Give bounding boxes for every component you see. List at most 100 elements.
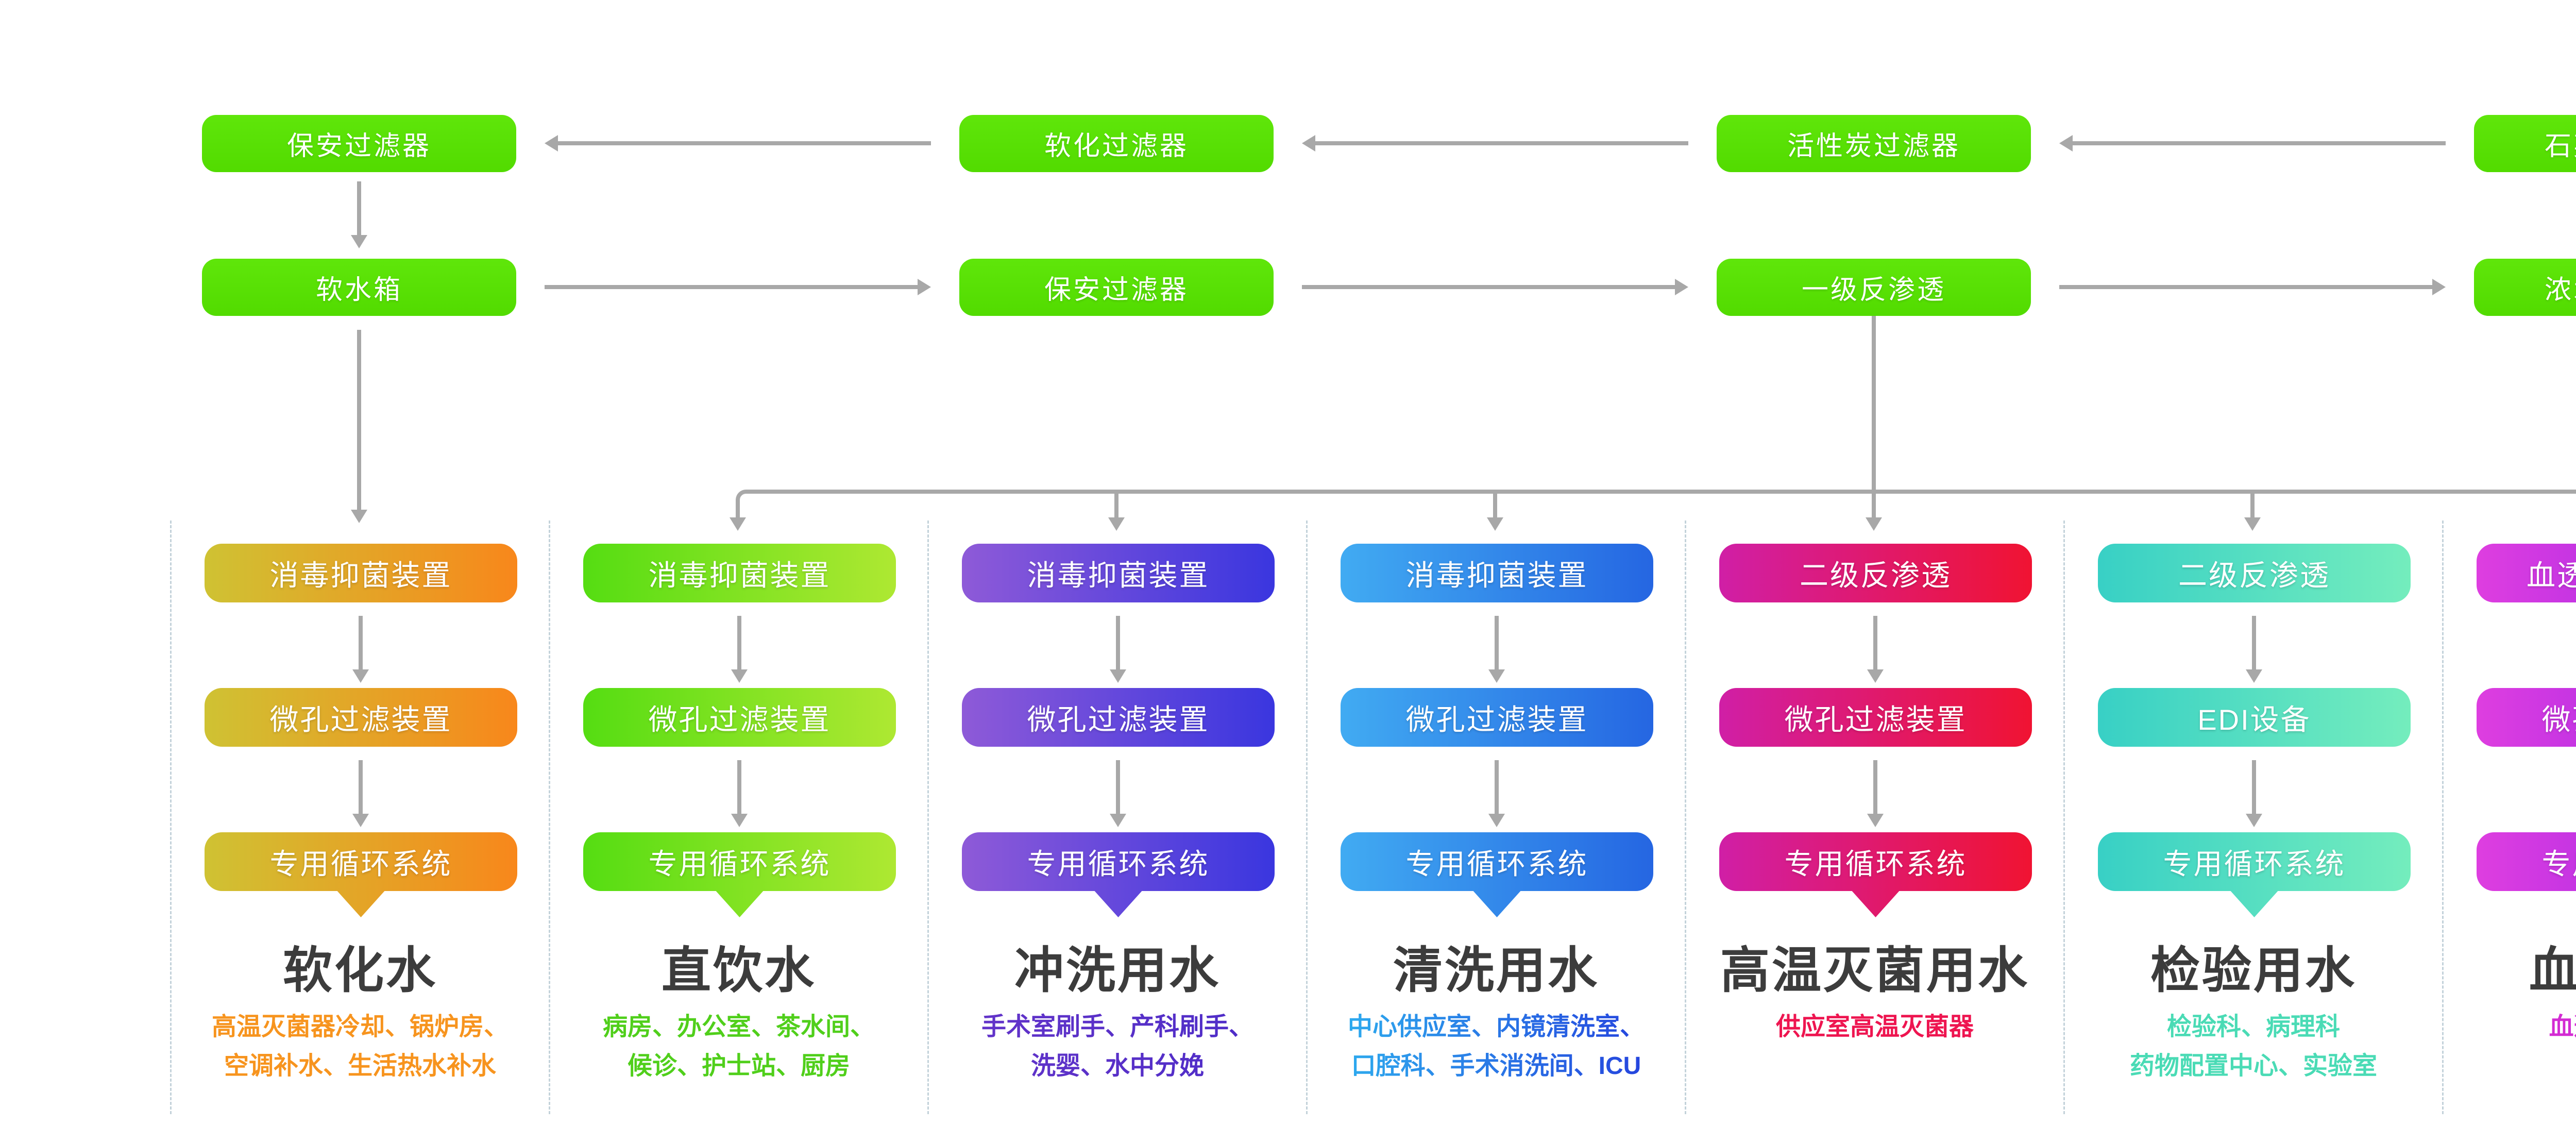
step-label: 微孔过滤装置 [2542,697,2576,738]
arrow-right [2059,279,2446,295]
branch-column-cleaning-water: 消毒抑菌装置 微孔过滤装置 专用循环系统 清洗用水 中心供应室、内镜清洗室、口腔… [1306,520,1685,1114]
step-label: 微孔过滤装置 [649,697,831,738]
step-box: 专用循环系统 [1341,832,1653,891]
applications-text: 高温灭菌器冷却、锅炉房、空调补水、生活热水补水 [176,1008,545,1086]
applications-line: 口腔科、手术消洗间、ICU [1351,1052,1641,1080]
step-box: 消毒抑菌装置 [1341,544,1653,602]
arrow-right [545,279,931,295]
node-label: 浓水回收装置 [2545,268,2576,307]
branch-column-laboratory-water: 二级反渗透 EDI设备 专用循环系统 检验用水 检验科、病理科药物配置中心、实验… [2063,520,2442,1114]
applications-line: 供应室高温灭菌器 [1776,1013,1974,1040]
step-label: 消毒抑菌装置 [649,552,831,594]
applications-line: 候诊、护士站、厨房 [628,1052,850,1080]
applications-line: 高温灭菌器冷却、锅炉房、 [212,1013,509,1040]
step-box: 二级反渗透 [2098,544,2411,602]
step-box: 微孔过滤装置 [1341,688,1653,747]
branch-column-direct-drinking-water: 消毒抑菌装置 微孔过滤装置 专用循环系统 直饮水 病房、办公室、茶水间、候诊、护… [549,520,927,1114]
arrow-soft-water-to-branch [351,330,367,523]
applications-line: 手术室刷手、产科刷手、 [981,1013,1253,1040]
node-label: 保安过滤器 [1044,268,1189,307]
node-label: 软化过滤器 [1044,124,1189,163]
applications-line: 病房、办公室、茶水间、 [603,1013,875,1040]
callout-pointer [1341,889,1653,917]
arrow-down [1110,616,1126,683]
branch-columns: 消毒抑菌装置 微孔过滤装置 专用循环系统 软化水 高温灭菌器冷却、锅炉房、空调补… [170,520,2576,1114]
step-box: 微孔过滤装置 [205,688,517,747]
node-activated-carbon-filter: 活性炭过滤器 [1717,115,2031,172]
step-box: 血透水处理系统 [2477,544,2576,602]
arrow-left [1302,135,1688,152]
bus-stub [1872,490,1876,518]
arrow-down [1488,616,1505,683]
step-box: 专用循环系统 [2477,832,2576,891]
callout-pointer [583,889,896,917]
trunk-line [1872,316,1876,494]
arrow-down [351,181,367,248]
step-label: 专用循环系统 [1406,841,1588,883]
callout-pointer [205,889,517,917]
step-label: 微孔过滤装置 [1406,697,1588,738]
applications-line: 空调补水、生活热水补水 [224,1052,496,1080]
applications-line: 检验科、病理科 [2167,1013,2340,1040]
applications-text: 供应室高温灭菌器 [1690,1008,2059,1047]
arrow-down [352,760,369,827]
step-label: 专用循环系统 [1785,841,1967,883]
step-box: 微孔过滤装置 [2477,688,2576,747]
step-box: 微孔过滤装置 [583,688,896,747]
step-box: 专用循环系统 [962,832,1275,891]
node-concentrate-recovery-unit: 浓水回收装置 [2474,259,2576,316]
water-type-label: 软化水 [172,930,549,1002]
node-quartz-sand-filter: 石英砂过滤器 [2474,115,2576,172]
water-type-label: 血透用水 [2444,930,2576,1002]
step-box: 专用循环系统 [2098,832,2411,891]
step-label: 二级反渗透 [1800,552,1952,594]
branch-column-high-temp-sterilization-water: 二级反渗透 微孔过滤装置 专用循环系统 高温灭菌用水 供应室高温灭菌器 [1685,520,2063,1114]
node-label: 石英砂过滤器 [2545,124,2576,163]
step-box: 消毒抑菌装置 [962,544,1275,602]
applications-line: 洗婴、水中分娩 [1031,1052,1204,1080]
node-soft-water-tank: 软水箱 [202,259,516,316]
step-label: 血透水处理系统 [2527,552,2576,594]
arrow-down [1110,760,1126,827]
bus-stub [2250,490,2255,518]
step-label: 专用循环系统 [649,841,831,883]
step-label: 专用循环系统 [270,841,452,883]
step-label: 专用循环系统 [2163,841,2346,883]
applications-text: 手术室刷手、产科刷手、洗婴、水中分娩 [933,1008,1302,1086]
node-security-filter-2: 保安过滤器 [959,259,1274,316]
branch-column-rinse-water: 消毒抑菌装置 微孔过滤装置 专用循环系统 冲洗用水 手术室刷手、产科刷手、洗婴、… [927,520,1306,1114]
applications-text: 中心供应室、内镜清洗室、口腔科、手术消洗间、ICU [1312,1008,1681,1086]
callout-pointer [962,889,1275,917]
callout-pointer [2098,889,2411,917]
applications-line: 中心供应室、内镜清洗室、 [1348,1013,1645,1040]
arrow-left [2059,135,2446,152]
step-label: EDI设备 [2197,697,2311,738]
step-box: 二级反渗透 [1719,544,2032,602]
step-label: 消毒抑菌装置 [270,552,452,594]
callout-pointer [1719,889,2032,917]
node-label: 软水箱 [316,268,402,307]
water-type-label: 高温灭菌用水 [1686,930,2063,1002]
step-box: 专用循环系统 [205,832,517,891]
arrow-down [1867,616,1884,683]
arrow-left [545,135,931,152]
step-box: 专用循环系统 [583,832,896,891]
step-box: 消毒抑菌装置 [205,544,517,602]
step-box: 专用循环系统 [1719,832,2032,891]
arrow-down [2246,760,2262,827]
applications-line: 药物配置中心、实验室 [2130,1052,2377,1080]
applications-line: 血透中心、ICU [2549,1013,2576,1040]
arrow-down [1488,760,1505,827]
node-first-stage-ro: 一级反渗透 [1717,259,2031,316]
step-label: 消毒抑菌装置 [1406,552,1588,594]
water-type-label: 清洗用水 [1308,930,1685,1002]
step-label: 二级反渗透 [2178,552,2330,594]
branch-column-hemodialysis-water: 血透水处理系统 微孔过滤装置 专用循环系统 血透用水 血透中心、ICU [2442,520,2576,1114]
arrow-down [731,760,748,827]
bus-stub [1114,490,1118,518]
step-box: 微孔过滤装置 [1719,688,2032,747]
arrow-down [352,616,369,683]
node-label: 保安过滤器 [287,124,431,163]
arrow-down [1867,760,1884,827]
